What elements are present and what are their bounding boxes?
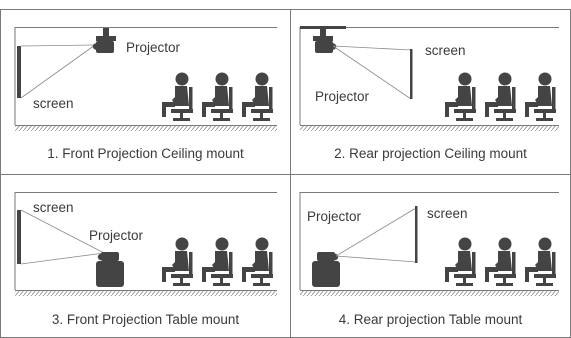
projector-label: Projector (315, 89, 370, 104)
audience (445, 72, 556, 121)
projection-beam (332, 45, 412, 100)
panel-caption: 1. Front Projection Ceiling mount (47, 146, 244, 161)
projection-beam (335, 207, 417, 263)
person-icon (162, 237, 193, 286)
person-icon (485, 72, 516, 121)
floor-hatch (15, 126, 277, 131)
person-icon (525, 237, 556, 286)
room-outline (14, 192, 277, 296)
screen (17, 46, 21, 98)
panel-rear-table: Projector screen 4. Rear projection Tabl… (299, 192, 559, 327)
person-icon (202, 72, 233, 121)
projector-label: Projector (126, 40, 181, 55)
floor-hatch (300, 126, 559, 131)
person-icon (242, 237, 273, 286)
screen (410, 49, 413, 99)
panel-caption: 2. Rear projection Ceiling mount (334, 146, 527, 161)
grid-frame (0, 9, 571, 338)
person-icon (525, 72, 556, 121)
panel-front-table: screen Projector 3. Front Projection Tab… (14, 192, 277, 327)
person-icon (445, 237, 476, 286)
projector-icon (313, 28, 337, 53)
projector-icon (96, 252, 124, 287)
screen (17, 210, 21, 264)
panel-caption: 4. Rear projection Table mount (339, 312, 523, 327)
person-icon (162, 72, 193, 121)
screen-label: screen (427, 206, 468, 221)
person-icon (202, 237, 233, 286)
ceiling-mount-plate (300, 26, 346, 29)
audience (162, 72, 273, 121)
projector-label: Projector (307, 209, 362, 224)
panel-front-ceiling: Projector screen 1. Front Projection Cei… (14, 27, 277, 161)
audience (162, 237, 273, 286)
screen (415, 206, 418, 263)
projector-icon (312, 252, 340, 287)
projector-label: Projector (89, 228, 144, 243)
audience (445, 237, 556, 286)
projection-beam (20, 209, 105, 265)
floor-hatch (300, 291, 559, 296)
screen-label: screen (33, 96, 74, 111)
room-outline (14, 27, 277, 131)
person-icon (242, 72, 273, 121)
person-icon (485, 237, 516, 286)
screen-label: screen (425, 43, 466, 58)
panel-rear-ceiling: screen Projector 2. Rear projection Ceil… (299, 26, 559, 161)
projector-icon (92, 28, 116, 53)
panel-caption: 3. Front Projection Table mount (52, 312, 240, 327)
floor-hatch (15, 291, 277, 296)
projection-beam (20, 44, 96, 99)
room-outline (299, 192, 559, 296)
person-icon (445, 72, 476, 121)
screen-label: screen (33, 200, 74, 215)
